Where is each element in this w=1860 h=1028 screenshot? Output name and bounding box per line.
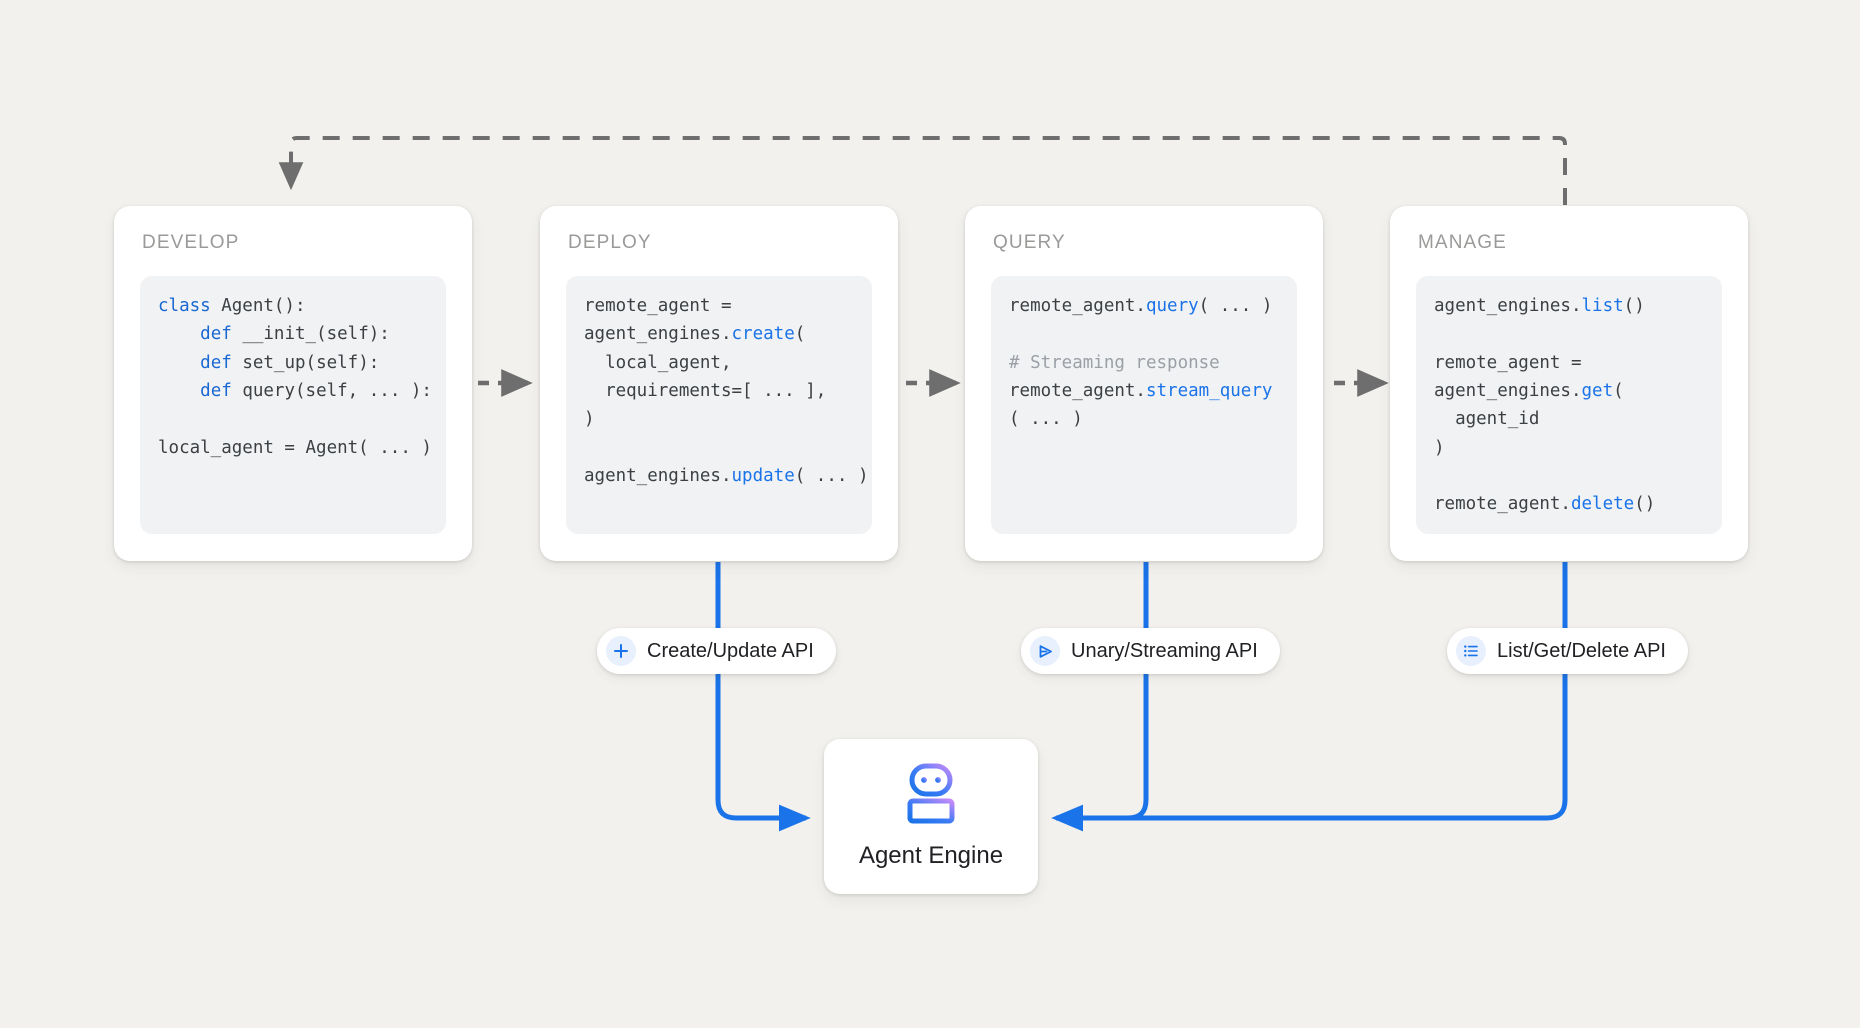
api-pill-label: List/Get/Delete API — [1497, 639, 1666, 662]
stage-title-develop: DEVELOP — [142, 232, 240, 253]
code-block-deploy: remote_agent = agent_engines.create( loc… — [566, 276, 872, 534]
stage-card-manage[interactable]: MANAGE agent_engines.list() remote_agent… — [1390, 206, 1748, 561]
stage-title-manage: MANAGE — [1418, 232, 1507, 253]
code-block-develop: class Agent(): def __init_(self): def se… — [140, 276, 446, 534]
stage-card-query[interactable]: QUERY remote_agent.query( ... ) # Stream… — [965, 206, 1323, 561]
plus-icon — [606, 636, 636, 666]
api-pill-unary-streaming[interactable]: Unary/Streaming API — [1021, 628, 1280, 674]
send-triangle-icon — [1030, 636, 1060, 666]
stage-card-develop[interactable]: DEVELOP class Agent(): def __init_(self)… — [114, 206, 472, 561]
api-pill-list-get-delete[interactable]: List/Get/Delete API — [1447, 628, 1688, 674]
stage-title-query: QUERY — [993, 232, 1066, 253]
query-to-agent-wire — [1051, 562, 1149, 832]
agent-engine-node[interactable]: Agent Engine — [824, 739, 1038, 894]
feedback-loop-arrow — [278, 136, 1567, 205]
api-pill-label: Unary/Streaming API — [1071, 639, 1258, 662]
agent-engine-label: Agent Engine — [858, 842, 1004, 869]
stage-title-deploy: DEPLOY — [568, 232, 652, 253]
code-block-manage: agent_engines.list() remote_agent = agen… — [1416, 276, 1722, 534]
robot-icon — [898, 763, 964, 830]
api-pill-label: Create/Update API — [647, 639, 814, 662]
stage-card-deploy[interactable]: DEPLOY remote_agent = agent_engines.crea… — [540, 206, 898, 561]
list-icon — [1456, 636, 1486, 666]
api-pill-create-update[interactable]: Create/Update API — [597, 628, 836, 674]
code-block-query: remote_agent.query( ... ) # Streaming re… — [991, 276, 1297, 534]
manage-to-agent-wire — [1056, 562, 1568, 821]
deploy-to-agent-wire — [715, 562, 811, 832]
